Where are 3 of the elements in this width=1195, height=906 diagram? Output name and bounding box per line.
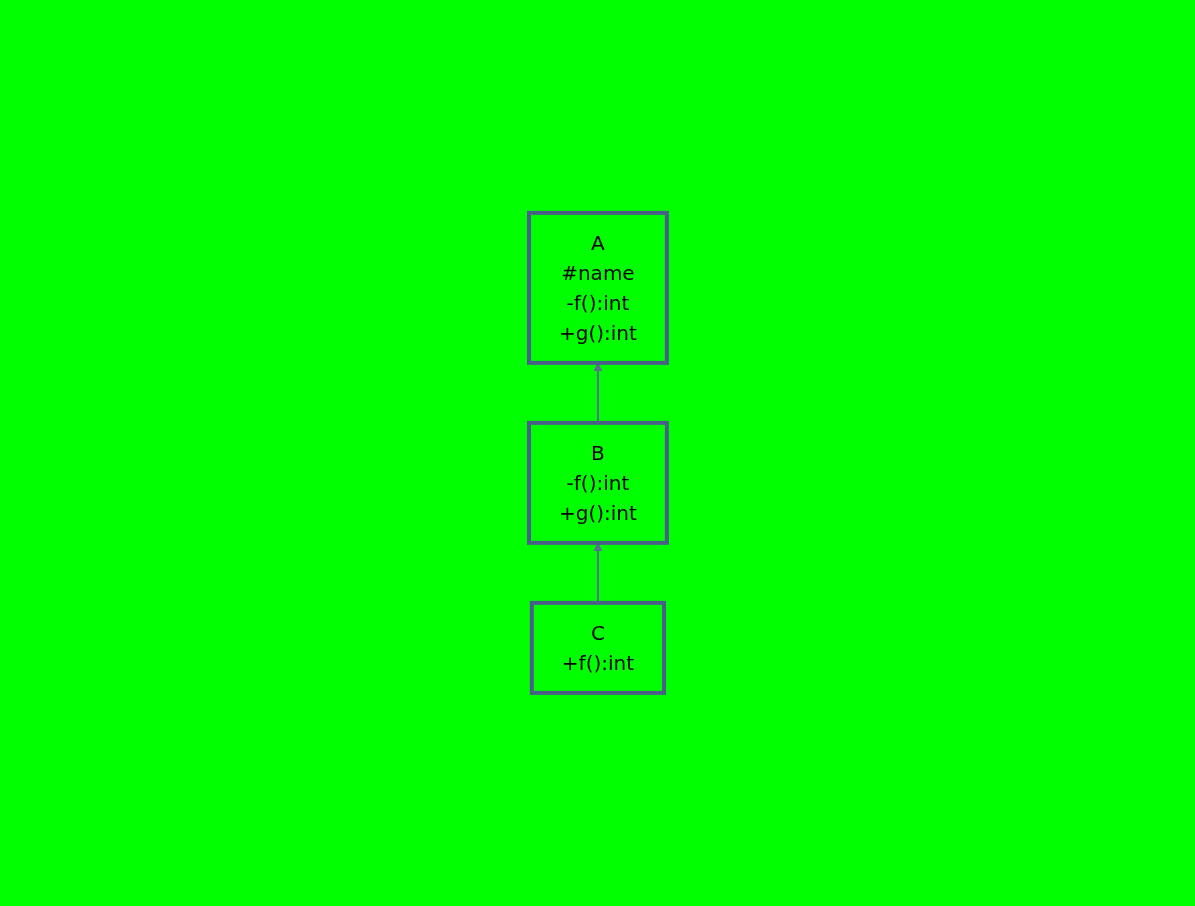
node-box: B -f():int +g():int <box>526 421 669 545</box>
node-box: C +f():int <box>529 601 666 695</box>
node-box: A #name -f():int +g():int <box>526 211 669 365</box>
